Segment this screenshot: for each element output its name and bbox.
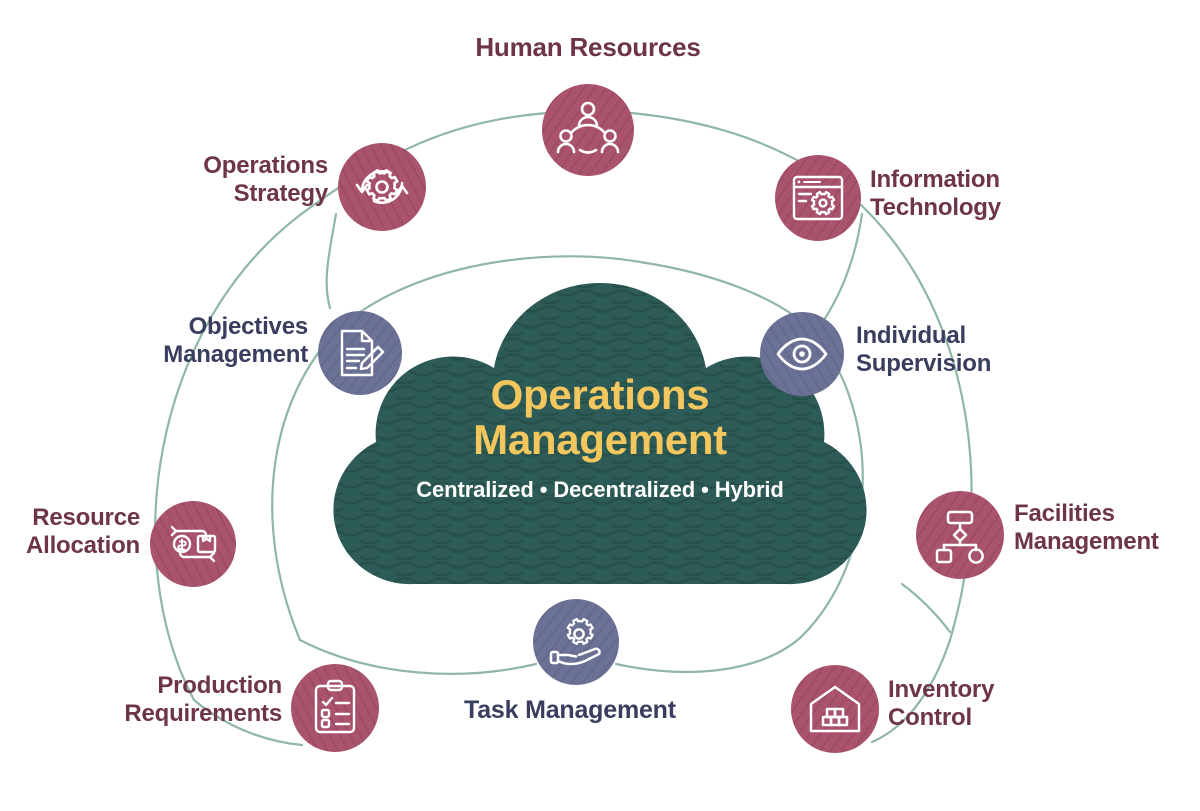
- facilities-management-circle[interactable]: [916, 491, 1004, 579]
- org-hierarchy-icon: [916, 491, 1004, 579]
- task-management-circle[interactable]: [533, 599, 619, 685]
- eye-icon: [760, 312, 844, 396]
- arc-link-facilities: [900, 582, 952, 634]
- objectives-management-label: Objectives Management: [163, 313, 308, 369]
- production-requirements-label: Production Requirements: [124, 672, 282, 728]
- cloud-text-block: Operations Management Centralized • Dece…: [370, 372, 830, 503]
- resource-allocation-label: Resource Allocation: [25, 504, 140, 560]
- money-box-exchange-icon: [150, 501, 236, 587]
- inventory-control-label: Inventory Control: [888, 676, 995, 732]
- center-subtitle: Centralized • Decentralized • Hybrid: [416, 476, 784, 502]
- arc-inner-top: [358, 255, 814, 332]
- objectives-management-circle[interactable]: [318, 311, 402, 395]
- inventory-control-circle[interactable]: [791, 665, 879, 753]
- arc-link-strategy: [325, 212, 338, 310]
- human-resources-circle[interactable]: [542, 84, 634, 176]
- people-network-icon: [542, 84, 634, 176]
- clipboard-checklist-icon: [291, 664, 379, 752]
- arc-outer-right: [860, 204, 973, 744]
- information-technology-label: Information Technology: [870, 166, 1001, 222]
- center-title: Operations Management: [473, 371, 727, 464]
- arc-link-it: [822, 212, 864, 322]
- production-requirements-circle[interactable]: [291, 664, 379, 752]
- arc-outer-bottom-left: [192, 698, 304, 747]
- cloud-shape: [333, 283, 867, 585]
- facilities-management-label: Facilities Management: [1014, 500, 1159, 556]
- gear-refresh-icon: [338, 143, 426, 231]
- warehouse-boxes-icon: [791, 665, 879, 753]
- resource-allocation-circle[interactable]: [150, 501, 236, 587]
- arc-outer-left: [154, 110, 562, 702]
- human-resources-label: Human Resources: [475, 32, 701, 62]
- individual-supervision-label: Individual Supervision: [856, 322, 992, 378]
- information-technology-circle[interactable]: [775, 155, 861, 241]
- operations-strategy-label: Operations Strategy: [203, 152, 328, 208]
- document-pencil-icon: [318, 311, 402, 395]
- individual-supervision-circle[interactable]: [760, 312, 844, 396]
- operations-strategy-circle[interactable]: [338, 143, 426, 231]
- arc-inner-bottom-left: [298, 638, 538, 675]
- browser-gear-icon: [775, 155, 861, 241]
- gear-hand-icon: [533, 599, 619, 685]
- task-management-label: Task Management: [464, 696, 676, 724]
- arc-inner-bottom-right: [614, 636, 802, 674]
